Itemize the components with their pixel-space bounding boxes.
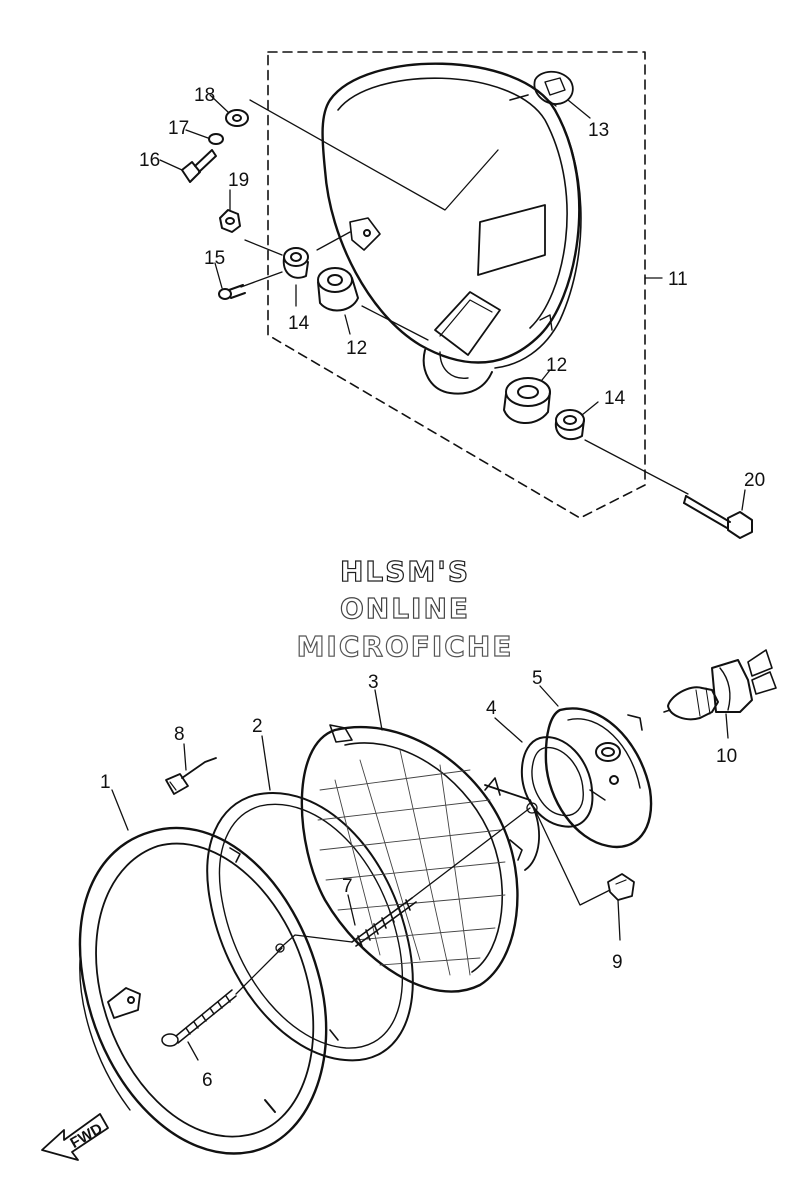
callout-1: 1 <box>100 772 111 793</box>
headlight-bulb-part-10 <box>663 649 777 721</box>
callout-14-left: 14 <box>288 313 310 334</box>
callout-9: 9 <box>612 952 623 973</box>
callout-3: 3 <box>368 672 379 693</box>
callout-2: 2 <box>252 716 263 737</box>
callout-11: 11 <box>668 269 688 290</box>
callout-12-right: 12 <box>546 355 567 376</box>
leader-lines-upper <box>159 94 746 511</box>
callout-5: 5 <box>532 668 543 689</box>
callout-17: 17 <box>168 118 189 139</box>
clip-part-9 <box>607 873 635 901</box>
headlight-housing <box>321 62 582 395</box>
bolt-part-16 <box>181 149 217 183</box>
adjusting-screw-part-6 <box>161 989 237 1047</box>
bush-part-14-left <box>282 247 309 279</box>
callout-12-left: 12 <box>346 338 367 359</box>
callout-13: 13 <box>588 120 609 141</box>
callout-15: 15 <box>204 248 225 269</box>
callout-16: 16 <box>139 150 160 171</box>
damper-part-12-left <box>317 267 359 312</box>
callout-10: 10 <box>716 746 737 767</box>
bolt-part-20 <box>683 495 753 539</box>
nut-part-19 <box>219 209 241 233</box>
callout-6: 6 <box>202 1070 213 1091</box>
housing-assembly-box <box>267 51 646 519</box>
callout-8: 8 <box>174 724 185 745</box>
callout-19: 19 <box>228 170 249 191</box>
washer-part-18 <box>225 109 249 127</box>
bulb-socket-part-5 <box>544 707 653 849</box>
headlight-lens-unit-part-3 <box>300 724 540 993</box>
callout-4: 4 <box>486 698 497 719</box>
damper-part-12-right <box>503 377 551 424</box>
leader-lines-lower <box>111 685 729 1061</box>
callout-14-right: 14 <box>604 388 626 409</box>
rim-gasket-part-2 <box>206 792 414 1062</box>
callout-18: 18 <box>194 85 215 106</box>
headlight-rim-part-1 <box>78 826 328 1155</box>
spring-clip-part-8 <box>165 757 217 795</box>
screw-part-15 <box>218 284 246 300</box>
watermark-line-3: MICROFICHE <box>296 629 514 663</box>
bush-part-14-right <box>554 409 585 441</box>
watermark-line-1: HLSM'S <box>339 554 471 588</box>
watermark-line-2: ONLINE <box>339 591 471 625</box>
fwd-direction-arrow: FWD <box>41 1113 109 1161</box>
callout-7: 7 <box>342 876 353 897</box>
adjusting-spring-part-7 <box>351 897 417 947</box>
housing-grommet-part-13 <box>533 70 574 107</box>
lock-washer-part-17 <box>208 133 224 145</box>
callout-20: 20 <box>744 470 765 491</box>
bulb-socket-ring-part-4 <box>520 736 594 828</box>
